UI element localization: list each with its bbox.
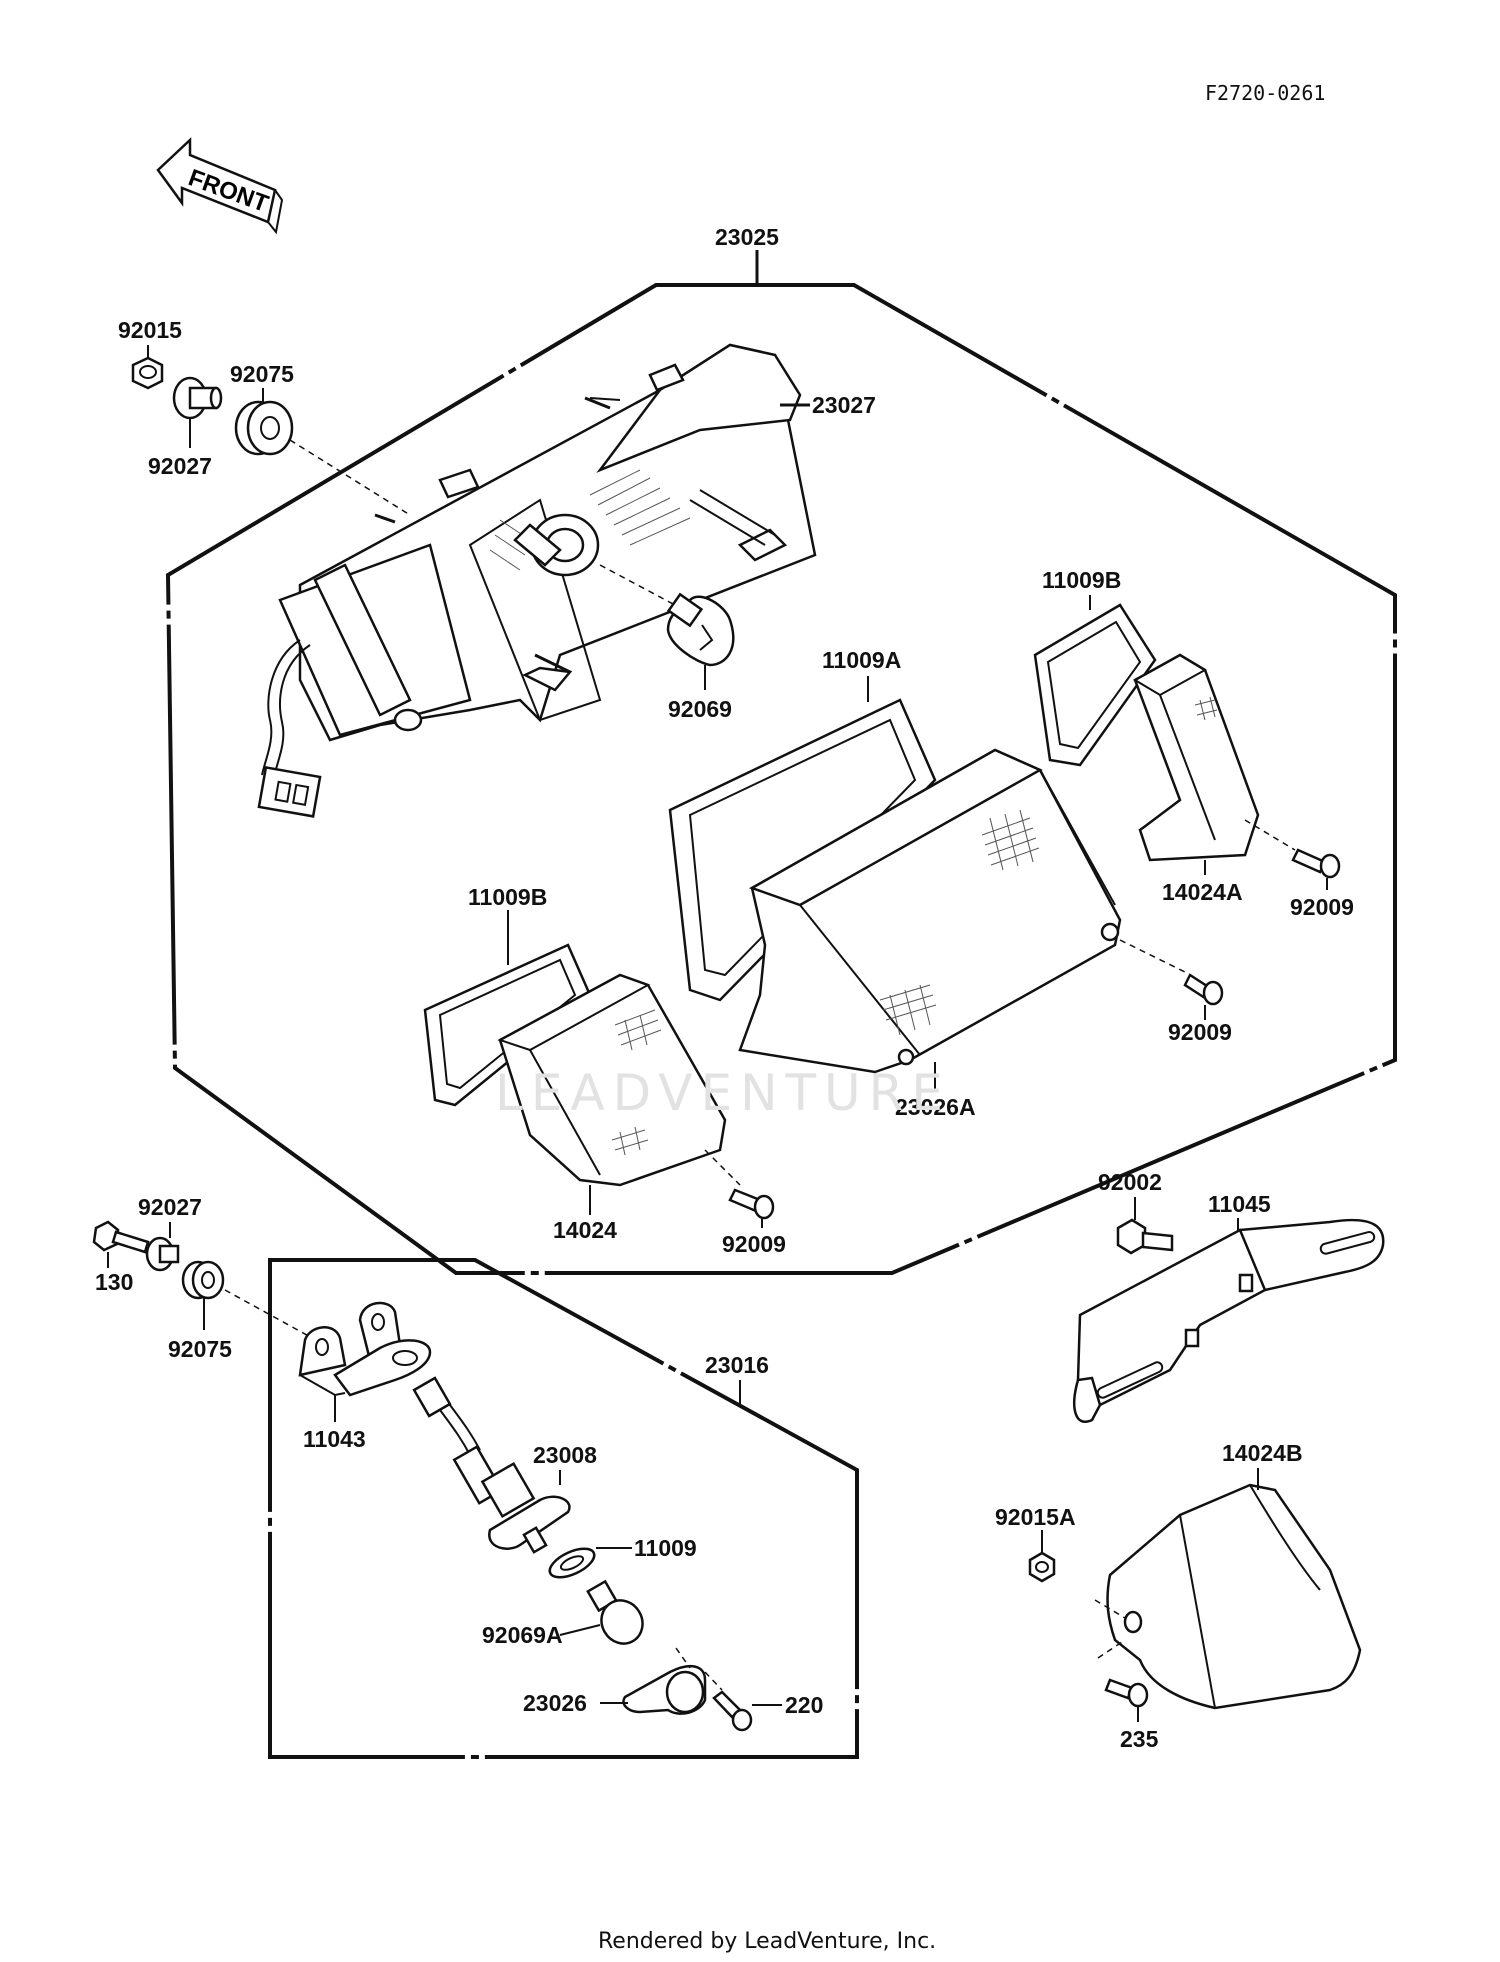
leader-92069A	[559, 1624, 601, 1636]
bulb-92069	[666, 592, 735, 667]
collar-92027-bottom	[145, 1236, 180, 1272]
part-label-92075-bottom: 92075	[168, 1336, 232, 1362]
part-label-23008: 23008	[533, 1442, 597, 1468]
gasket-11009B-right	[1033, 603, 1157, 767]
lens-14024A	[1133, 653, 1260, 862]
nut-92015A	[1028, 1551, 1056, 1583]
stud-bolts	[374, 396, 611, 674]
part-label-11045: 11045	[1208, 1191, 1271, 1217]
grommet-92075-top	[234, 400, 294, 456]
part-label-11043: 11043	[303, 1426, 366, 1452]
cover-14024B	[1106, 1483, 1362, 1710]
part-label-92069: 92069	[668, 696, 732, 722]
part-label-92009-mid: 92009	[1168, 1019, 1232, 1045]
screw-92009-bottom	[728, 1188, 775, 1220]
socket-23008	[412, 1376, 571, 1554]
assembly-23016-boundary	[268, 1258, 859, 1759]
part-label-92009-bottom: 92009	[722, 1231, 786, 1257]
screw-92009-right	[1291, 848, 1341, 879]
lens-14024	[497, 973, 727, 1187]
collar-92027-top	[172, 376, 223, 420]
part-label-92069A: 92069A	[482, 1622, 563, 1648]
part-label-23026: 23026	[523, 1690, 587, 1716]
grommet-92075-bottom	[181, 1260, 225, 1300]
part-label-11009: 11009	[634, 1535, 697, 1561]
part-label-23026A: 23026A	[895, 1094, 976, 1120]
bracket-11043	[298, 1301, 432, 1397]
part-label-11009A: 11009A	[822, 647, 901, 673]
gasket-11009	[548, 1547, 596, 1579]
lens-23026	[622, 1647, 707, 1715]
part-label-14024A: 14024A	[1162, 879, 1243, 905]
part-label-14024: 14024	[553, 1217, 617, 1243]
assembly-23025-boundary	[165, 283, 1397, 1275]
part-label-23027: 23027	[812, 392, 876, 418]
part-label-92027-top: 92027	[148, 453, 212, 479]
watermark: LEADVENTURE	[495, 1064, 951, 1122]
part-label-92015A: 92015A	[995, 1504, 1076, 1530]
part-label-23016: 23016	[705, 1352, 769, 1378]
screw-92009-mid	[1183, 973, 1224, 1006]
footer-credit: Rendered by LeadVenture, Inc.	[598, 1929, 936, 1954]
part-label-92015: 92015	[118, 317, 182, 343]
part-label-235: 235	[1120, 1726, 1159, 1752]
tail-lamp-housing	[278, 343, 817, 742]
part-label-220: 220	[785, 1692, 823, 1718]
diagram-code: F2720-0261	[1205, 81, 1325, 105]
part-label-92009-right: 92009	[1290, 894, 1354, 920]
bolt-130	[92, 1220, 150, 1254]
part-label-92027-bottom: 92027	[138, 1194, 202, 1220]
screw-235	[1104, 1678, 1149, 1708]
part-label-130: 130	[95, 1269, 133, 1295]
nut-92015	[131, 356, 164, 390]
wire-harness	[257, 639, 322, 818]
part-label-23025: 23025	[715, 224, 779, 250]
part-label-92075-top: 92075	[230, 361, 294, 387]
bolt-92002	[1116, 1218, 1174, 1255]
bulb-92069A	[586, 1579, 644, 1645]
part-label-11009B-right: 11009B	[1042, 567, 1121, 593]
bracket-11045	[1073, 1218, 1385, 1423]
part-label-11009B-left: 11009B	[468, 884, 547, 910]
screw-220	[712, 1690, 753, 1732]
part-label-92002: 92002	[1098, 1169, 1162, 1195]
front-arrow-icon: FRONT	[156, 137, 284, 235]
lens-23026A	[738, 748, 1122, 1074]
part-label-14024B: 14024B	[1222, 1440, 1303, 1466]
